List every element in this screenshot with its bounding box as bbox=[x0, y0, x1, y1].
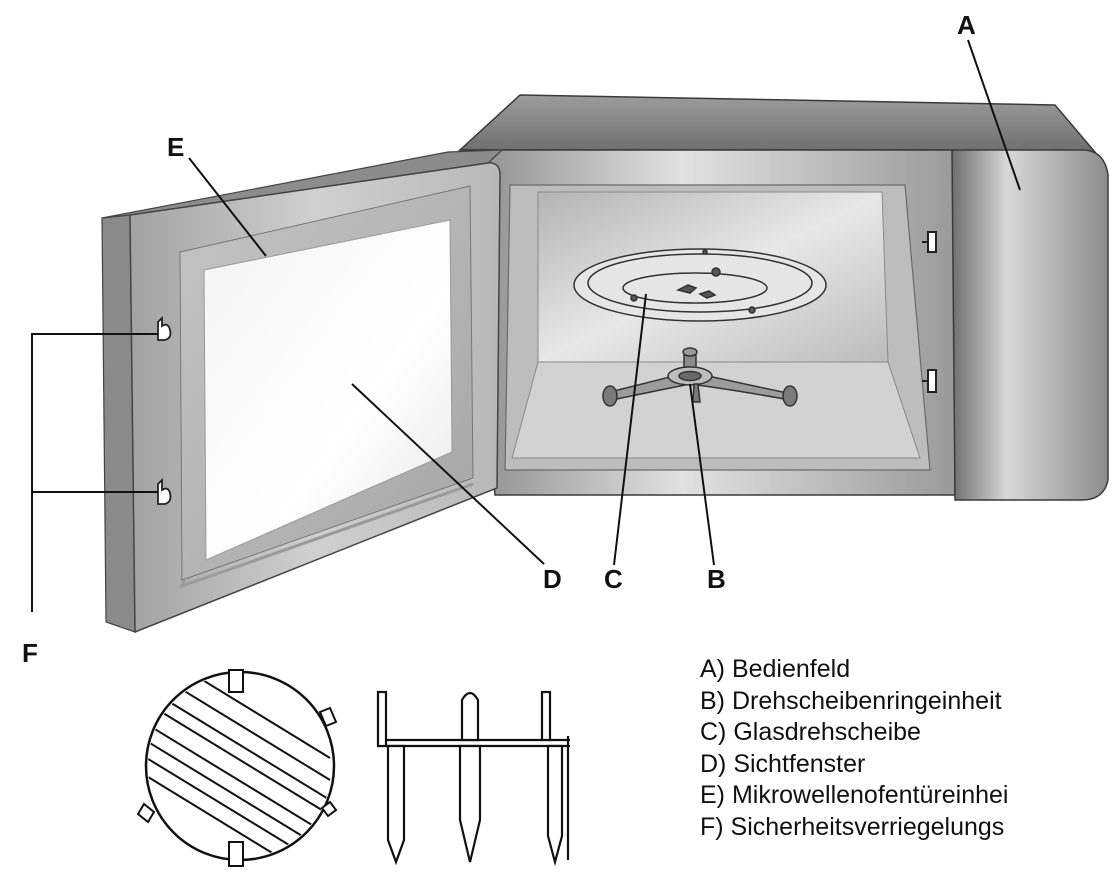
microwave-door bbox=[102, 150, 502, 632]
legend-item-d: D) Sichtfenster bbox=[700, 749, 1008, 781]
glass-turntable bbox=[574, 249, 826, 321]
legend-item-a: A) Bedienfeld bbox=[700, 654, 1008, 686]
cavity-floor bbox=[512, 362, 920, 458]
callout-c: C bbox=[604, 564, 623, 594]
control-panel bbox=[952, 150, 1108, 500]
callout-a: A bbox=[957, 10, 976, 40]
waveguide-cover-detail bbox=[138, 660, 336, 870]
body-top bbox=[460, 95, 1100, 158]
callout-f: F bbox=[22, 638, 38, 668]
callout-e: E bbox=[167, 132, 184, 162]
roller-support-detail bbox=[378, 692, 570, 862]
callout-d: D bbox=[543, 564, 562, 594]
parts-legend: A) Bedienfeld B) Drehscheibenringeinheit… bbox=[700, 654, 1008, 843]
legend-item-e: E) Mikrowellenofentüreinhei bbox=[700, 780, 1008, 812]
door-catch-slot-upper bbox=[928, 232, 936, 252]
oven-cavity bbox=[505, 185, 930, 470]
callout-b: B bbox=[707, 564, 726, 594]
door-catch-slot-lower bbox=[928, 370, 936, 392]
legend-item-b: B) Drehscheibenringeinheit bbox=[700, 686, 1008, 718]
legend-item-c: C) Glasdrehscheibe bbox=[700, 717, 1008, 749]
legend-item-f: F) Sicherheitsverriegelungs bbox=[700, 812, 1008, 844]
